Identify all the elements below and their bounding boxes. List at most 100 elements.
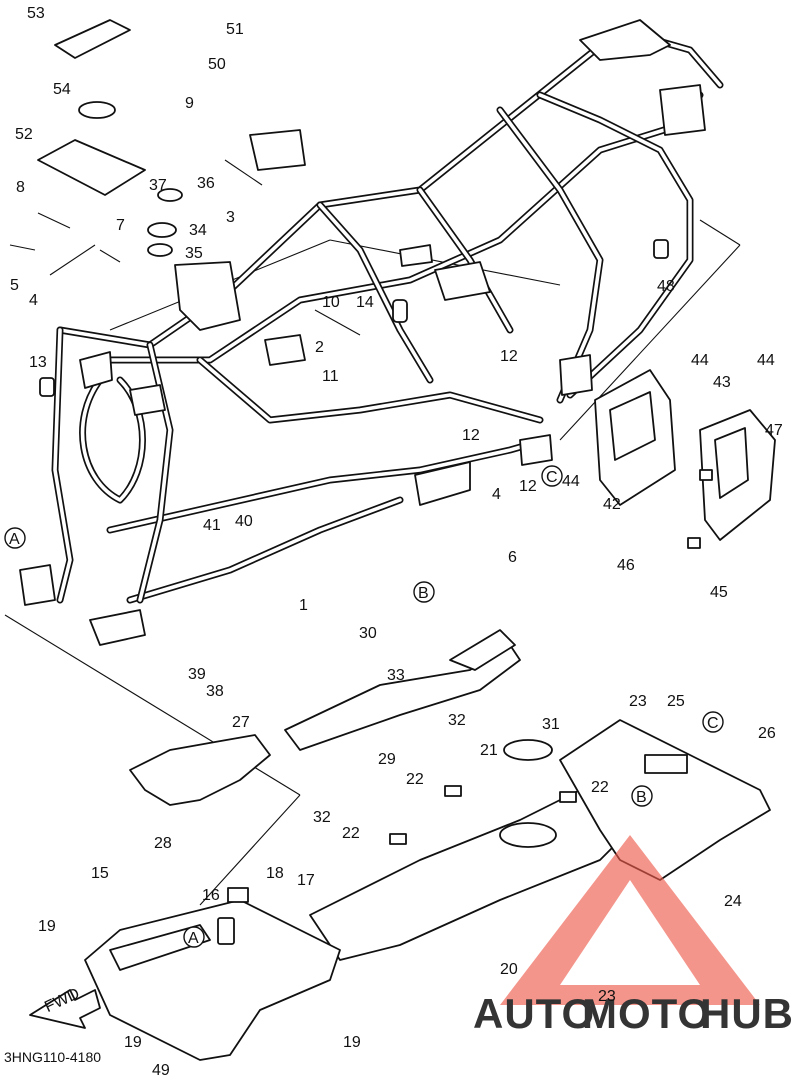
part-label: 30 bbox=[359, 625, 377, 642]
part-label: 39 bbox=[188, 666, 206, 683]
pad-16 bbox=[217, 917, 235, 945]
part-29 bbox=[284, 644, 521, 751]
svg-text:C: C bbox=[707, 715, 719, 732]
part-label: 40 bbox=[235, 513, 253, 530]
pad-22b bbox=[444, 785, 462, 797]
part-label: 9 bbox=[185, 95, 194, 112]
part-label: 4 bbox=[29, 292, 38, 309]
part-label: 23 bbox=[629, 693, 647, 710]
part-label: 51 bbox=[226, 21, 244, 38]
frame-brackets bbox=[19, 19, 706, 646]
part-label: 50 bbox=[208, 56, 226, 73]
part-label: 35 bbox=[185, 245, 203, 262]
pad-22c bbox=[559, 791, 577, 803]
svg-text:B: B bbox=[418, 585, 429, 602]
part-label: 22 bbox=[342, 825, 360, 842]
part-label: 37 bbox=[149, 177, 167, 194]
callout-c-upper: C bbox=[541, 465, 563, 487]
part-label: 22 bbox=[406, 771, 424, 788]
frame-tubes bbox=[51, 26, 724, 604]
part-label: 38 bbox=[206, 683, 224, 700]
part-label: 26 bbox=[758, 725, 776, 742]
oring-54 bbox=[78, 101, 116, 119]
part-label: 7 bbox=[116, 217, 125, 234]
svg-text:C: C bbox=[546, 469, 558, 486]
part-label: 5 bbox=[10, 277, 19, 294]
part-label: 44 bbox=[691, 352, 709, 369]
part-label: 32 bbox=[448, 712, 466, 729]
svg-text:A: A bbox=[188, 930, 199, 947]
part-label: 6 bbox=[508, 549, 517, 566]
pad-18 bbox=[227, 887, 249, 903]
pad-22a bbox=[389, 833, 407, 845]
cap-48 bbox=[653, 239, 669, 259]
watermark-brand-moto: MOTO bbox=[582, 990, 711, 1037]
part-label: 42 bbox=[603, 496, 621, 513]
callout-b-lower: B bbox=[631, 785, 653, 807]
part-label: 44 bbox=[562, 473, 580, 490]
part-label: 34 bbox=[189, 222, 207, 239]
callout-a-upper: A bbox=[4, 527, 26, 549]
part-label: 16 bbox=[202, 887, 220, 904]
part-labels: 1 2 3 4 4 5 6 7 8 9 10 11 12 12 12 13 14… bbox=[10, 5, 783, 1078]
drawing-code: 3HNG110-4180 bbox=[4, 1049, 101, 1065]
part-label: 52 bbox=[15, 126, 33, 143]
pad-52 bbox=[37, 139, 146, 196]
part-label: 44 bbox=[757, 352, 775, 369]
strap-53 bbox=[54, 19, 131, 59]
lower-guards bbox=[29, 629, 771, 1061]
main-frame bbox=[4, 19, 776, 906]
part-label: 47 bbox=[765, 422, 783, 439]
part-label: 46 bbox=[617, 557, 635, 574]
part-label: 21 bbox=[480, 742, 498, 759]
part-label: 12 bbox=[519, 478, 537, 495]
part-label: 12 bbox=[500, 348, 518, 365]
part-label: 4 bbox=[492, 486, 501, 503]
part-label: 22 bbox=[591, 779, 609, 796]
svg-text:A: A bbox=[9, 531, 20, 548]
part-label: 45 bbox=[710, 584, 728, 601]
washer-34 bbox=[147, 222, 177, 238]
watermark-brand-auto: AUTO bbox=[473, 990, 595, 1037]
part-24 bbox=[559, 719, 771, 881]
part-label: 32 bbox=[313, 809, 331, 826]
callout-b-upper: B bbox=[413, 581, 435, 603]
part-label: 54 bbox=[53, 81, 71, 98]
watermark-logo: AUTO MOTO HUB bbox=[473, 835, 794, 1037]
cap-13 bbox=[39, 377, 55, 397]
washer-35 bbox=[147, 243, 173, 257]
part-label: 29 bbox=[378, 751, 396, 768]
part-label: 18 bbox=[266, 865, 284, 882]
svg-text:B: B bbox=[636, 789, 647, 806]
part-label: 31 bbox=[542, 716, 560, 733]
part-label: 23 bbox=[598, 988, 616, 1005]
callout-markers: A B C C B A bbox=[4, 465, 724, 948]
ring-21 bbox=[503, 739, 553, 761]
part-label: 14 bbox=[356, 294, 374, 311]
part-label: 36 bbox=[197, 175, 215, 192]
part-label: 8 bbox=[16, 179, 25, 196]
part-label: 10 bbox=[322, 294, 340, 311]
part-label: 1 bbox=[299, 597, 308, 614]
part-label: 19 bbox=[343, 1034, 361, 1051]
part-label: 13 bbox=[29, 354, 47, 371]
battery-box bbox=[594, 369, 776, 549]
part-label: 15 bbox=[91, 865, 109, 882]
bracket-50 bbox=[249, 129, 306, 171]
pad-25 bbox=[644, 754, 688, 774]
watermark-brand-hub: HUB bbox=[700, 990, 794, 1037]
part-label: 49 bbox=[152, 1062, 170, 1078]
part-label: 28 bbox=[154, 835, 172, 852]
callout-c-lower: C bbox=[702, 711, 724, 733]
part-label: 43 bbox=[713, 374, 731, 391]
part-27 bbox=[129, 734, 271, 806]
small-parts bbox=[9, 19, 669, 397]
part-label: 12 bbox=[462, 427, 480, 444]
part-label: 25 bbox=[667, 693, 685, 710]
part-label: 17 bbox=[297, 872, 315, 889]
part-label: 41 bbox=[203, 517, 221, 534]
part-label: 27 bbox=[232, 714, 250, 731]
part-label: 53 bbox=[27, 5, 45, 22]
callout-a-lower: A bbox=[183, 926, 205, 948]
